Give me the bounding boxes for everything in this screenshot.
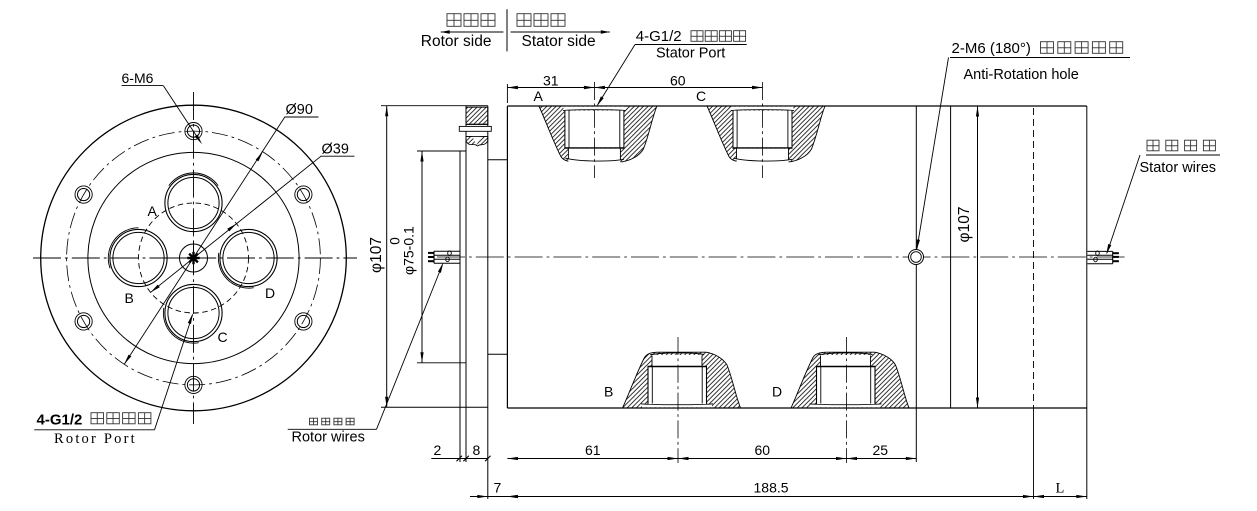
svg-text:C: C [218,329,228,345]
svg-text:31: 31 [543,73,559,89]
svg-text:2: 2 [434,442,442,458]
svg-text:60: 60 [670,73,686,89]
svg-text:Stator wires: Stator wires [1140,160,1217,176]
svg-text:B: B [604,384,613,400]
svg-text:Rotor wires: Rotor wires [292,430,365,446]
svg-text:φ75-0.1: φ75-0.1 [401,226,417,275]
svg-text:A: A [534,88,544,104]
svg-text:D: D [772,384,782,400]
svg-text:61: 61 [585,442,601,458]
svg-text:0: 0 [388,237,403,245]
svg-text:2-M6 (180°): 2-M6 (180°) [952,40,1031,57]
svg-text:D: D [265,285,275,301]
svg-text:Rotor side: Rotor side [421,33,492,50]
svg-text:Anti-Rotation hole: Anti-Rotation hole [964,67,1079,83]
svg-text:60: 60 [755,442,771,458]
svg-text:188.5: 188.5 [754,480,789,496]
svg-text:Ø39: Ø39 [322,142,349,158]
svg-text:4-G1/2: 4-G1/2 [37,412,83,429]
svg-text:C: C [696,88,706,104]
svg-text:Stator Port: Stator Port [656,46,725,62]
svg-text:B: B [125,290,134,306]
svg-text:Rotor Port: Rotor Port [54,431,137,447]
svg-text:Ø90: Ø90 [286,102,313,118]
svg-text:φ107: φ107 [368,237,385,273]
svg-text:L: L [1056,481,1065,497]
svg-text:4-G1/2: 4-G1/2 [636,28,682,45]
svg-text:Stator side: Stator side [522,33,596,50]
svg-text:A: A [148,203,158,219]
svg-text:25: 25 [873,442,889,458]
svg-text:φ107: φ107 [956,207,973,243]
svg-text:7: 7 [494,480,502,496]
svg-text:6-M6: 6-M6 [122,70,154,86]
svg-text:8: 8 [473,442,481,458]
